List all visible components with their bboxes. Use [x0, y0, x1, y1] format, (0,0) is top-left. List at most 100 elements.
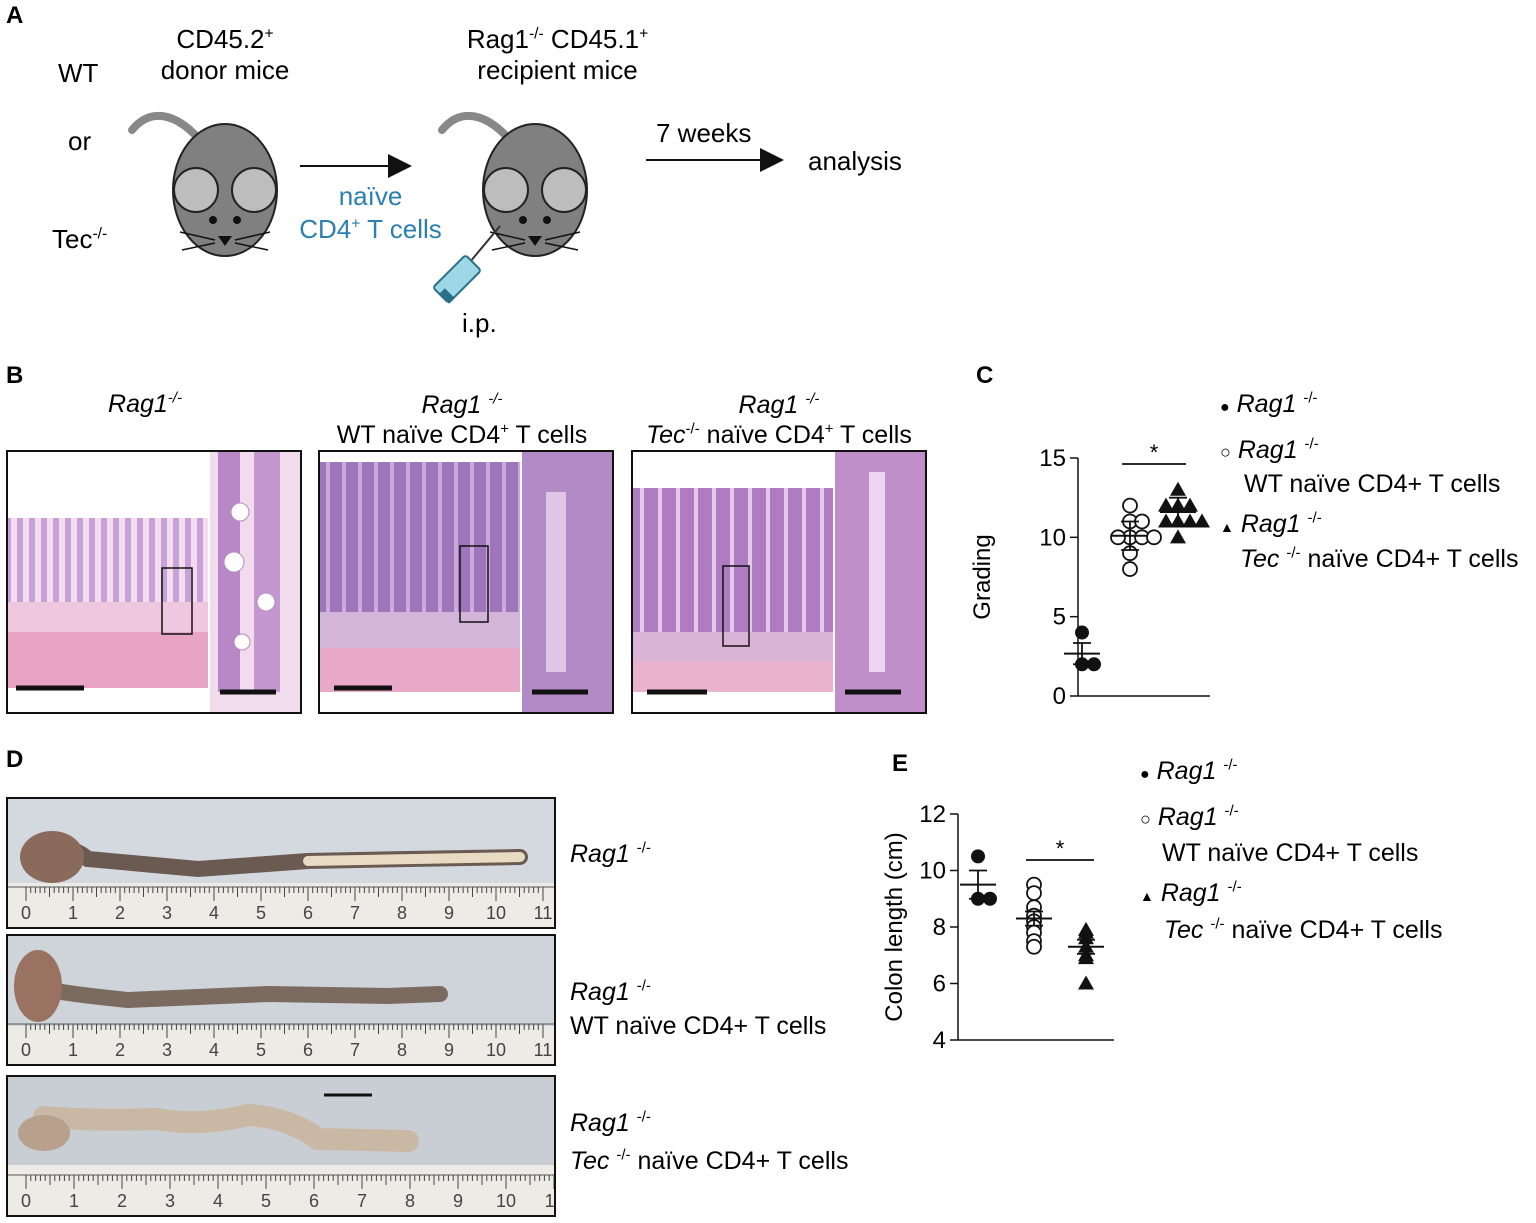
y-tick-label: 8 — [933, 914, 946, 941]
ruler-number: 4 — [209, 1040, 219, 1060]
ruler-number: 7 — [357, 1191, 367, 1211]
data-point — [1078, 930, 1094, 945]
transfer-label: naïve CD4+ T cells — [299, 181, 442, 244]
recipient-mouse-icon — [438, 111, 588, 257]
ruler-number: 9 — [453, 1191, 463, 1211]
ruler-number: 10 — [486, 903, 506, 923]
data-point — [971, 849, 985, 864]
data-point — [1182, 513, 1198, 528]
data-point — [1170, 529, 1186, 544]
ruler-number: 2 — [117, 1191, 127, 1211]
ruler-number: 3 — [162, 1040, 172, 1060]
ruler-number: 5 — [256, 903, 266, 923]
ruler-number: 1 — [68, 903, 78, 923]
ruler-number: 10 — [496, 1191, 516, 1211]
route-label: i.p. — [462, 308, 497, 338]
ruler-number: 3 — [165, 1191, 175, 1211]
data-point — [1078, 950, 1094, 965]
histology-title-2: Rag1 -/- WT naïve CD4+ T cells — [336, 390, 588, 449]
significance-label: * — [1150, 440, 1159, 465]
data-point — [1170, 481, 1186, 496]
panel-b-label: B — [6, 362, 24, 389]
open-circle-icon: ○ — [1140, 809, 1151, 829]
legend-item-rag1: ● Rag1 -/- — [1220, 389, 1318, 418]
colon-label-tec: Rag1 -/- Tec -/- naïve CD4+ T cells — [570, 1108, 849, 1175]
y-axis-label: Grading — [969, 534, 996, 619]
donor-mouse-icon — [128, 111, 278, 257]
group-or-label: or — [68, 126, 92, 156]
data-point — [1078, 975, 1094, 990]
ruler-number: 0 — [21, 1040, 31, 1060]
y-axis-label: Colon length (cm) — [881, 832, 908, 1021]
significance-label: * — [1056, 836, 1065, 861]
group-tec-label: Tec-/- — [52, 224, 108, 254]
ruler-number: 9 — [444, 1040, 454, 1060]
colon-length-legend: ● Rag1 -/- ○ Rag1 -/- WT naïve CD4+ T ce… — [1140, 754, 1442, 947]
recipient-label: Rag1-/- CD45.1+ recipient mice — [466, 24, 649, 85]
ruler-number: 9 — [444, 903, 454, 923]
data-point — [1026, 938, 1042, 955]
y-tick-label: 10 — [919, 858, 946, 885]
ruler-number: 1 — [68, 1040, 78, 1060]
ruler-number: 8 — [405, 1191, 415, 1211]
syringe-icon — [433, 225, 501, 304]
histology-title-3: Rag1 -/- Tec-/- naïve CD4+ T cells — [646, 390, 912, 449]
legend-item-tec: ▲ Rag1 -/- Tec -/- naïve CD4+ T cells — [1220, 509, 1519, 573]
legend-item-rag1: ● Rag1 -/- — [1140, 756, 1238, 785]
ruler-number: 6 — [303, 903, 313, 923]
data-point — [1087, 657, 1101, 672]
ruler-number: 7 — [350, 903, 360, 923]
ruler-number: 8 — [397, 1040, 407, 1060]
endpoint-label: analysis — [808, 146, 902, 176]
panel-c-label: C — [976, 362, 994, 389]
ruler-number: 4 — [209, 903, 219, 923]
ruler-number: 3 — [162, 903, 172, 923]
data-point — [1158, 497, 1174, 512]
time-label: 7 weeks — [656, 118, 752, 148]
histology-image-rag1 — [6, 450, 302, 714]
ruler-number: 2 — [115, 1040, 125, 1060]
grading-legend: ● Rag1 -/- ○ Rag1 -/- WT naïve CD4+ T ce… — [1220, 388, 1518, 575]
ruler-number: 5 — [261, 1191, 271, 1211]
filled-triangle-icon: ▲ — [1220, 519, 1234, 535]
ruler-number: 8 — [397, 903, 407, 923]
histology-title-1: Rag1-/- — [108, 389, 182, 418]
schematic-graphics — [128, 111, 784, 304]
y-tick-label: 0 — [1053, 683, 1066, 710]
legend-item-tec: ▲ Rag1 -/- Tec -/- naïve CD4+ T cells — [1140, 878, 1443, 944]
ruler-number: 1 — [69, 1191, 79, 1211]
colon-label-wt: Rag1 -/- WT naïve CD4+ T cells — [570, 977, 827, 1040]
panel-a-label: A — [6, 2, 24, 29]
colon-label-rag1: Rag1 -/- — [570, 839, 651, 868]
data-point — [983, 891, 997, 906]
legend-item-wt: ○ Rag1 -/- WT naïve CD4+ T cells — [1140, 802, 1419, 867]
data-point — [1182, 497, 1198, 512]
legend-item-wt: ○ Rag1 -/- WT naïve CD4+ T cells — [1220, 435, 1501, 498]
ruler-number: 2 — [115, 903, 125, 923]
ruler-number: 10 — [486, 1040, 506, 1060]
ruler-number: 4 — [213, 1191, 223, 1211]
filled-circle-icon: ● — [1140, 766, 1150, 783]
y-tick-label: 15 — [1039, 445, 1066, 472]
data-point — [1158, 513, 1174, 528]
histology-image-wt-transfer — [318, 450, 614, 714]
group-wt-label: WT — [58, 58, 99, 88]
y-tick-label: 12 — [919, 801, 946, 828]
filled-circle-icon: ● — [1220, 399, 1230, 416]
ruler-number: 6 — [309, 1191, 319, 1211]
ruler-number: 5 — [256, 1040, 266, 1060]
open-circle-icon: ○ — [1220, 442, 1231, 462]
panel-e-label: E — [892, 750, 909, 777]
ruler-number: 11 — [534, 903, 553, 923]
data-point — [1194, 513, 1210, 528]
ruler-number: 11 — [534, 1040, 553, 1060]
ruler-number: 6 — [303, 1040, 313, 1060]
data-point — [1146, 529, 1162, 546]
y-tick-label: 5 — [1053, 604, 1066, 631]
y-tick-label: 6 — [933, 971, 946, 998]
filled-triangle-icon: ▲ — [1140, 888, 1154, 904]
